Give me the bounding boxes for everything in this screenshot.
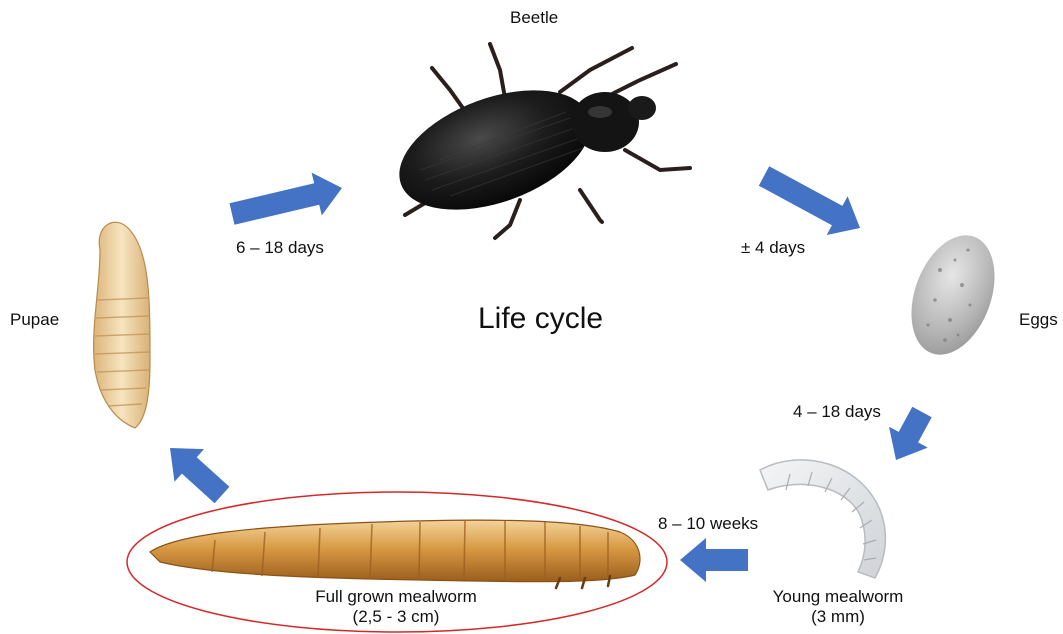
full-grown-mealworm-size: (2,5 - 3 cm) [286,607,506,627]
arrow-young-to-full [680,538,748,582]
full-grown-mealworm-name: Full grown mealworm [286,587,506,607]
young-mealworm-size: (3 mm) [758,607,918,627]
young-mealworm-label: Young mealworm (3 mm) [758,587,918,628]
young-mealworm-image [760,460,885,578]
arrow-beetle-to-eggs [759,166,860,235]
duration-beetle-to-eggs: ± 4 days [741,238,805,258]
eggs-image [896,224,1010,367]
duration-eggs-to-young: 4 – 18 days [793,402,881,422]
duration-pupae-to-beetle: 6 – 18 days [236,238,324,258]
beetle-label: Beetle [510,8,558,28]
young-mealworm-name: Young mealworm [758,587,918,607]
full-grown-mealworm-image [150,520,640,588]
cycle-arrows [170,166,932,582]
pupa-image [94,222,150,428]
duration-young-to-full: 8 – 10 weeks [658,514,758,534]
life-cycle-title: Life cycle [478,302,603,336]
full-grown-mealworm-label: Full grown mealworm (2,5 - 3 cm) [286,587,506,628]
arrow-eggs-to-young [889,407,932,460]
eggs-label: Eggs [1019,310,1058,330]
arrow-pupae-to-beetle [230,173,343,225]
arrow-full-to-pupae [170,448,229,503]
pupae-label: Pupae [10,310,59,330]
beetle-image [383,44,690,238]
